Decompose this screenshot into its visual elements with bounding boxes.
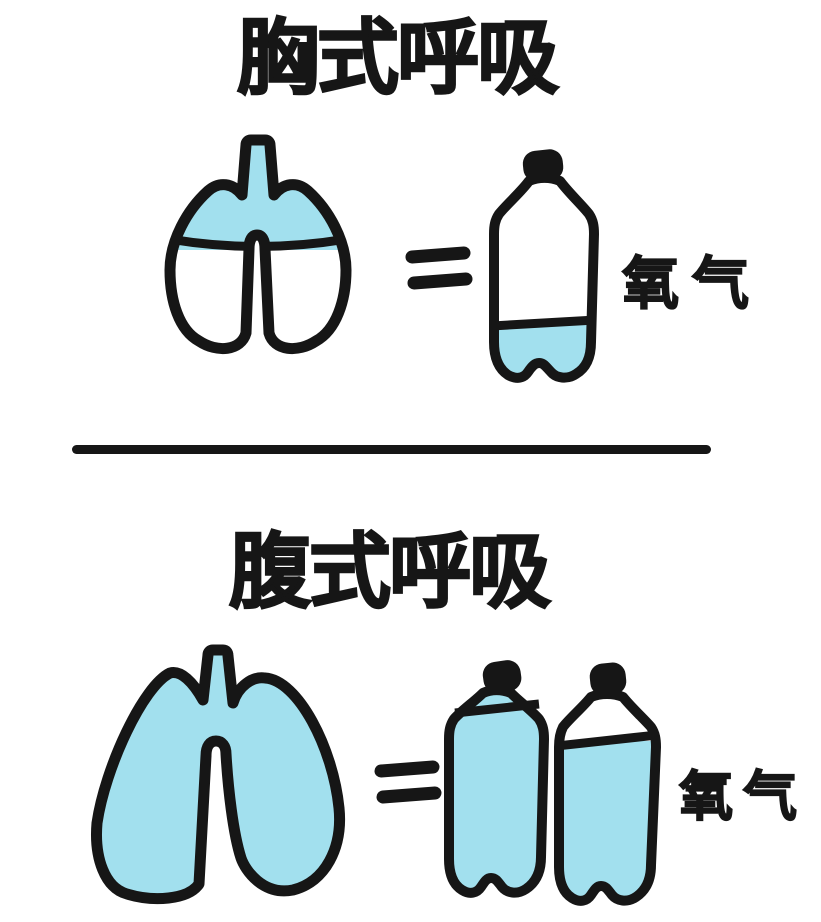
bottle-mostly-full-icon [554, 662, 661, 906]
bottle-cap [589, 662, 627, 696]
abdominal-section-title: 腹式呼吸 [228, 527, 552, 618]
lungs-half-filled-icon [164, 134, 352, 355]
equals-icon [374, 760, 442, 804]
chest-section: 胸式呼吸 [0, 0, 821, 455]
chest-section-title: 胸式呼吸 [236, 13, 560, 104]
chest-oxygen-label: 氧气 [621, 252, 762, 316]
bottle-quarter-full-icon [489, 149, 599, 383]
bottle-full-icon [444, 660, 549, 898]
lungs-full-icon [91, 644, 346, 905]
abdominal-section: 腹式呼吸 [0, 455, 821, 922]
equals-icon [405, 246, 473, 290]
bottle-cap [482, 660, 522, 693]
section-divider [72, 445, 711, 454]
abdominal-oxygen-label: 氧气 [678, 767, 807, 827]
bottle-cap [522, 149, 564, 182]
